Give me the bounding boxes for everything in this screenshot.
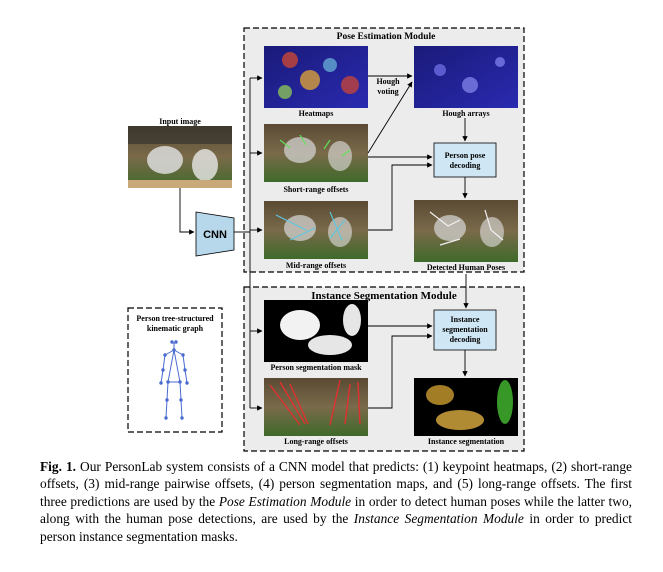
person-segmentation-mask-image: Person segmentation mask <box>264 300 368 372</box>
caption-text-2: in order to detect human poses while the… <box>40 493 632 527</box>
short-range-offsets-image: Short-range offsets <box>264 124 368 194</box>
pose-decoding-label-line1: Person pose <box>445 151 486 160</box>
long-range-label: Long-range offsets <box>284 437 348 446</box>
seg-decoding-label-line2: segmentation <box>442 325 488 334</box>
detected-poses-label: Detected Human Poses <box>427 263 505 272</box>
heatmaps-label: Heatmaps <box>299 109 334 118</box>
segmentation-module-title: Instance Segmentation Module <box>311 290 457 302</box>
cnn-block: CNN <box>195 211 235 257</box>
caption-seg-module: Instance Segmentation Module <box>353 511 524 527</box>
hough-arrays-label: Hough arrays <box>442 109 489 118</box>
instance-segmentation-decoding-box: Instance segmentation decoding <box>433 309 497 351</box>
instance-segmentation-label: Instance segmentation <box>428 437 505 446</box>
instance-segmentation-image: Instance segmentation <box>414 378 518 446</box>
hough-voting-label-line2: voting <box>377 87 398 96</box>
hough-arrays-image: Hough arrays <box>414 46 518 118</box>
cnn-label: CNN <box>203 229 227 241</box>
seg-decoding-label-line1: Instance <box>451 315 480 324</box>
caption-text-3: in order to predict person instance segm… <box>40 511 632 544</box>
caption-text-1: Our PersonLab system consists of a CNN m… <box>40 459 632 509</box>
figure-caption: Fig. 1. Our PersonLab system consists of… <box>40 458 632 545</box>
pose-decoding-label-line2: decoding <box>450 161 481 170</box>
short-range-label: Short-range offsets <box>283 185 348 194</box>
skeleton-icon <box>159 340 189 420</box>
input-image-label: Input image <box>159 117 201 126</box>
connectors <box>179 73 469 411</box>
pose-module-title: Pose Estimation Module <box>337 32 436 42</box>
figure-number: Fig. 1. <box>40 459 77 474</box>
long-range-offsets-image: Long-range offsets <box>264 378 368 446</box>
kinematic-label-line1: Person tree-structured <box>136 314 214 323</box>
caption-pose-module: Pose Estimation Module <box>218 493 352 509</box>
person-pose-decoding-box: Person pose decoding <box>433 142 497 178</box>
mid-range-offsets-image: Mid-range offsets <box>264 201 368 270</box>
input-image: Input image <box>128 117 232 188</box>
detected-human-poses-image: Detected Human Poses <box>414 200 518 272</box>
heatmaps-image: Heatmaps <box>264 46 368 118</box>
mid-range-label: Mid-range offsets <box>286 261 346 270</box>
segmentation-mask-label: Person segmentation mask <box>270 363 362 372</box>
hough-voting-label-line1: Hough <box>376 77 400 86</box>
kinematic-graph: Person tree-structured kinematic graph <box>127 307 223 433</box>
personlab-diagram: Pose Estimation Module Instance Segmenta… <box>127 27 525 452</box>
kinematic-label-line2: kinematic graph <box>147 324 204 333</box>
seg-decoding-label-line3: decoding <box>450 335 481 344</box>
